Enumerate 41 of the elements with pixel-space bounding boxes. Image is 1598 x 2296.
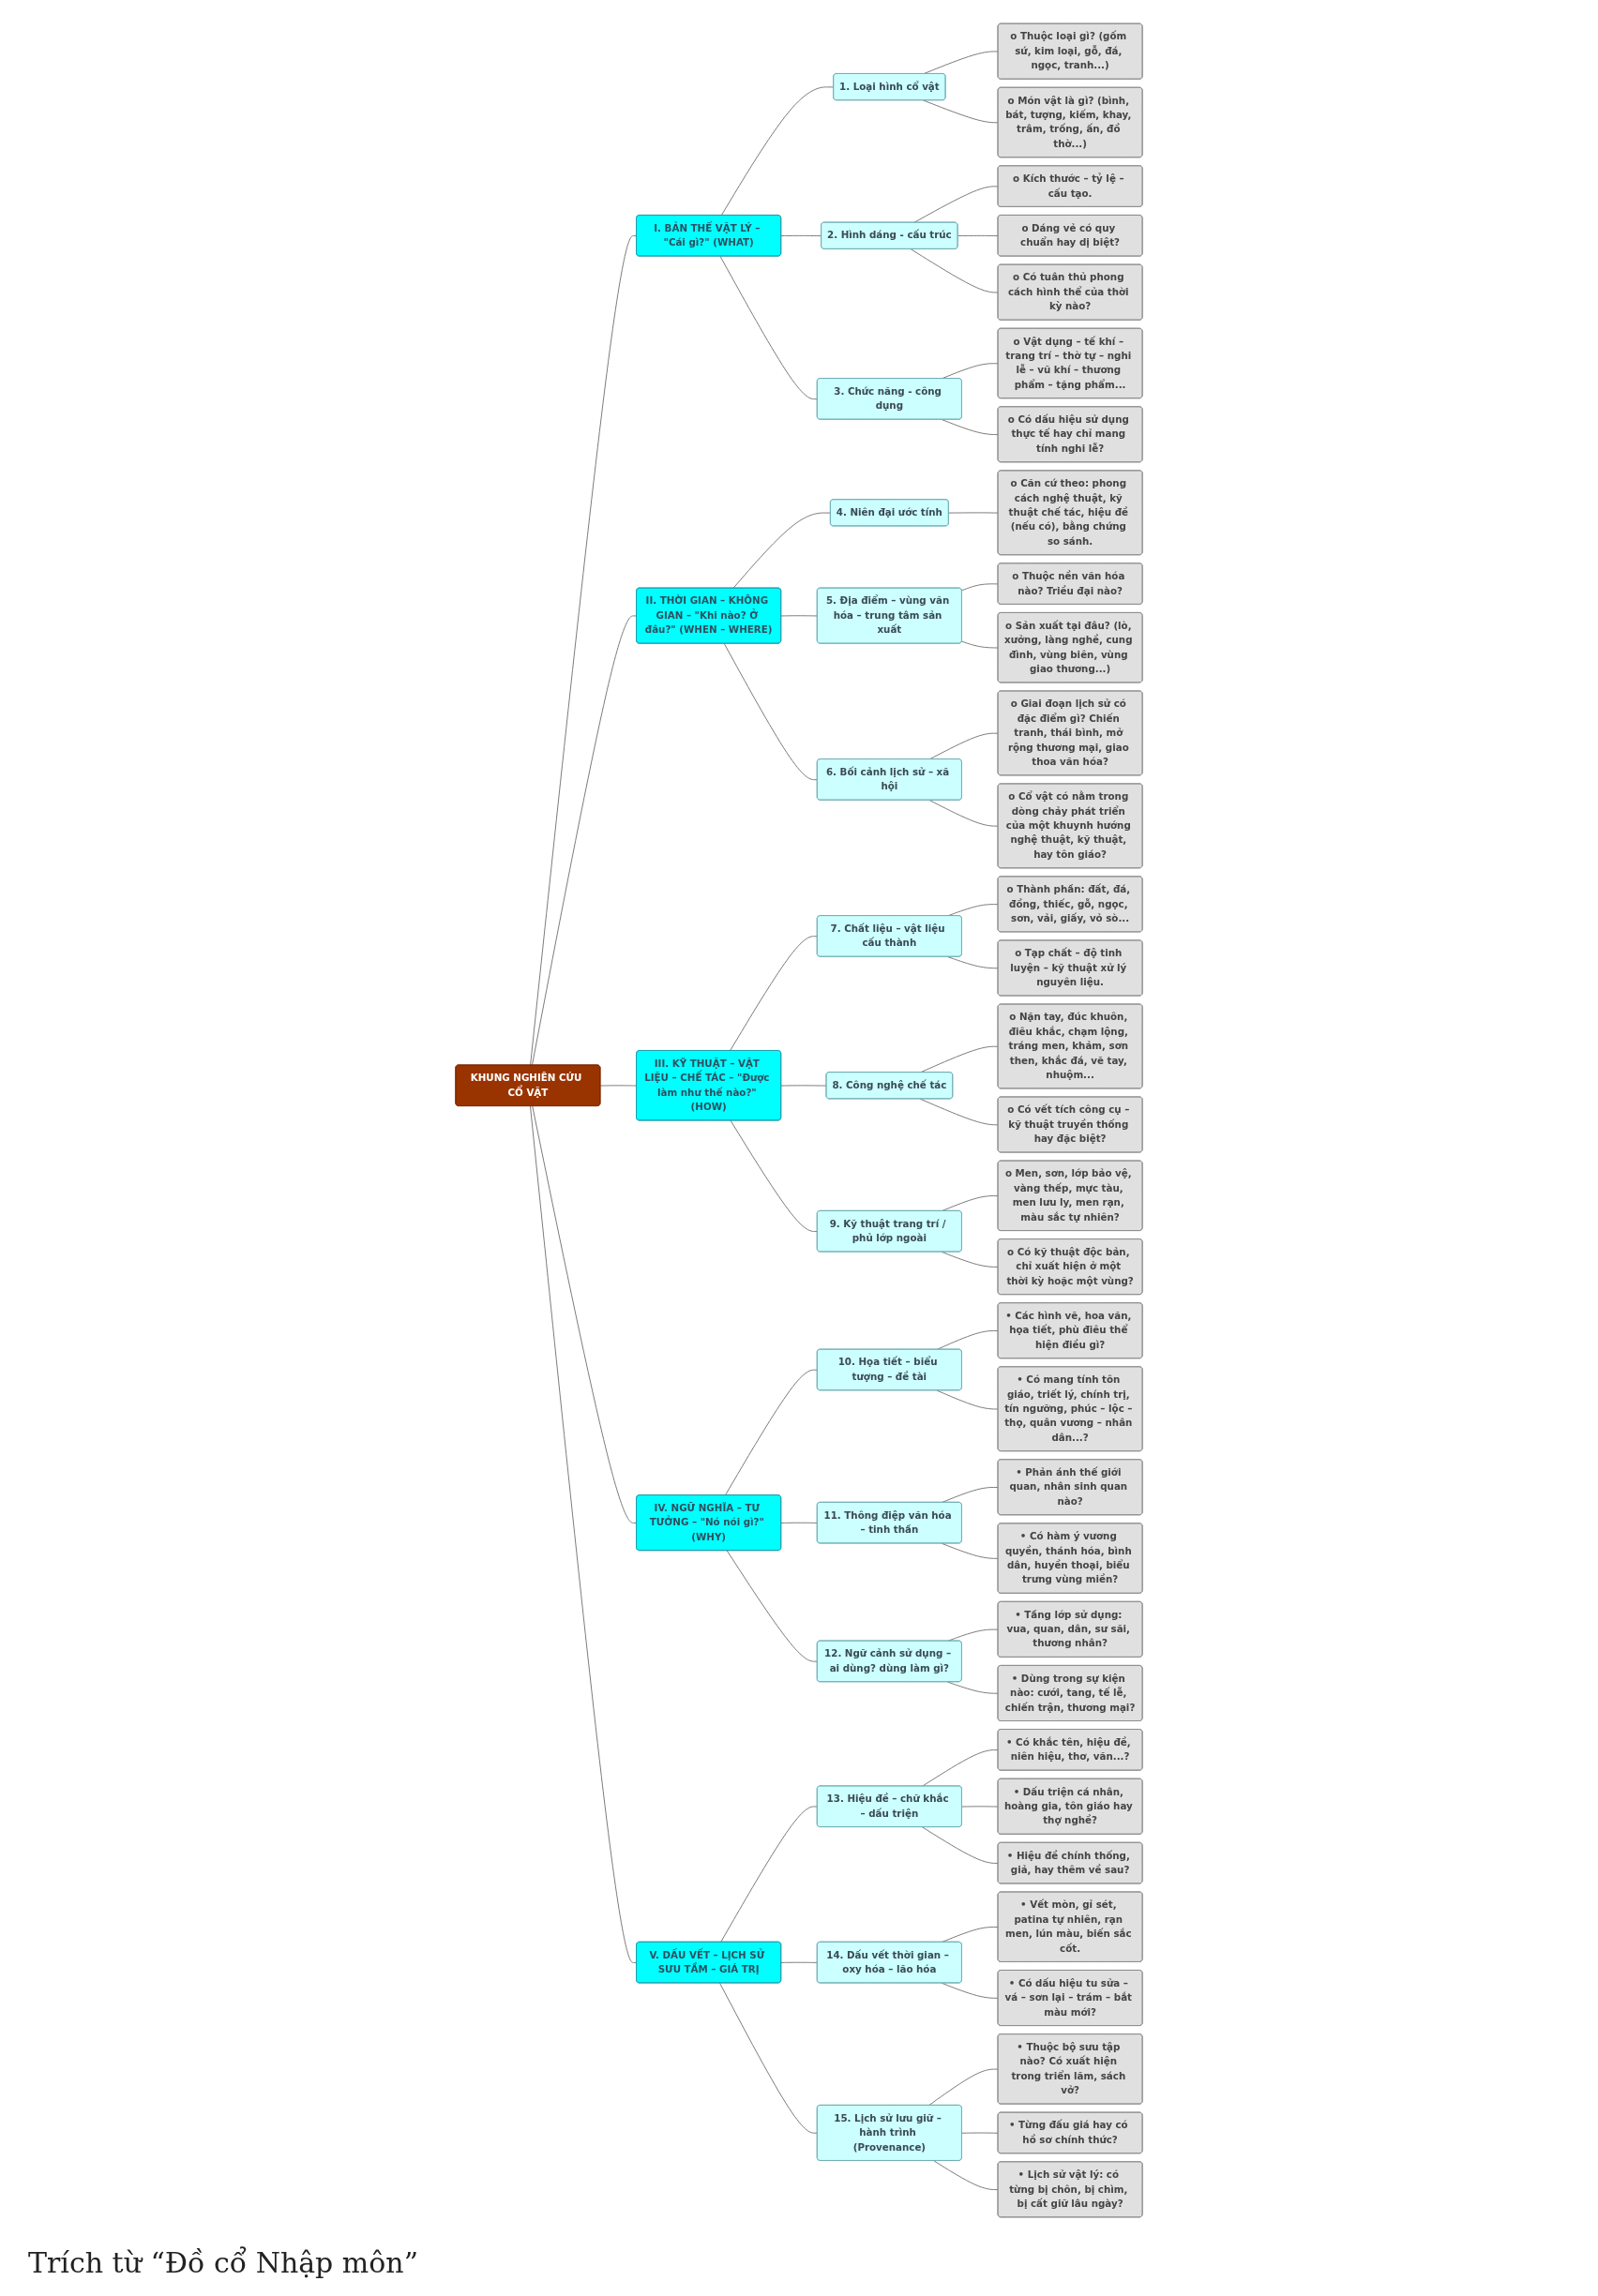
connector <box>531 615 638 1066</box>
connector <box>730 1119 819 1232</box>
connector <box>919 1098 999 1126</box>
connector <box>961 583 999 592</box>
connector <box>724 1369 819 1496</box>
connector <box>947 1681 999 1694</box>
connector <box>928 800 999 827</box>
connector <box>948 512 999 514</box>
connector <box>922 1826 999 1864</box>
connector <box>780 1961 819 1963</box>
connector <box>941 1982 999 1999</box>
connector <box>922 1749 999 1787</box>
connector <box>780 1085 827 1087</box>
connector <box>780 234 822 237</box>
connector <box>910 248 999 293</box>
connector <box>780 1522 819 1523</box>
connector <box>599 1085 638 1087</box>
connector <box>730 936 819 1052</box>
connector <box>720 1806 819 1943</box>
connector <box>732 512 832 589</box>
connector <box>719 1982 819 2134</box>
connector <box>961 640 999 649</box>
connector <box>941 1542 999 1559</box>
connector <box>947 956 999 969</box>
connector <box>923 99 999 124</box>
connector <box>936 1389 999 1410</box>
connector <box>780 615 819 617</box>
connector <box>961 1806 999 1808</box>
connector <box>532 1105 638 1523</box>
connector <box>530 235 638 1066</box>
caption: Trích từ “Đồ cổ Nhập môn” <box>28 2246 418 2279</box>
connector <box>720 86 835 217</box>
connector <box>933 2160 999 2191</box>
connector <box>726 1550 819 1662</box>
connector <box>723 643 819 781</box>
connector <box>913 186 999 223</box>
connector <box>928 2068 999 2107</box>
connector <box>957 234 999 237</box>
connector <box>530 1105 638 1963</box>
connector <box>961 2132 999 2134</box>
connector <box>719 255 819 400</box>
